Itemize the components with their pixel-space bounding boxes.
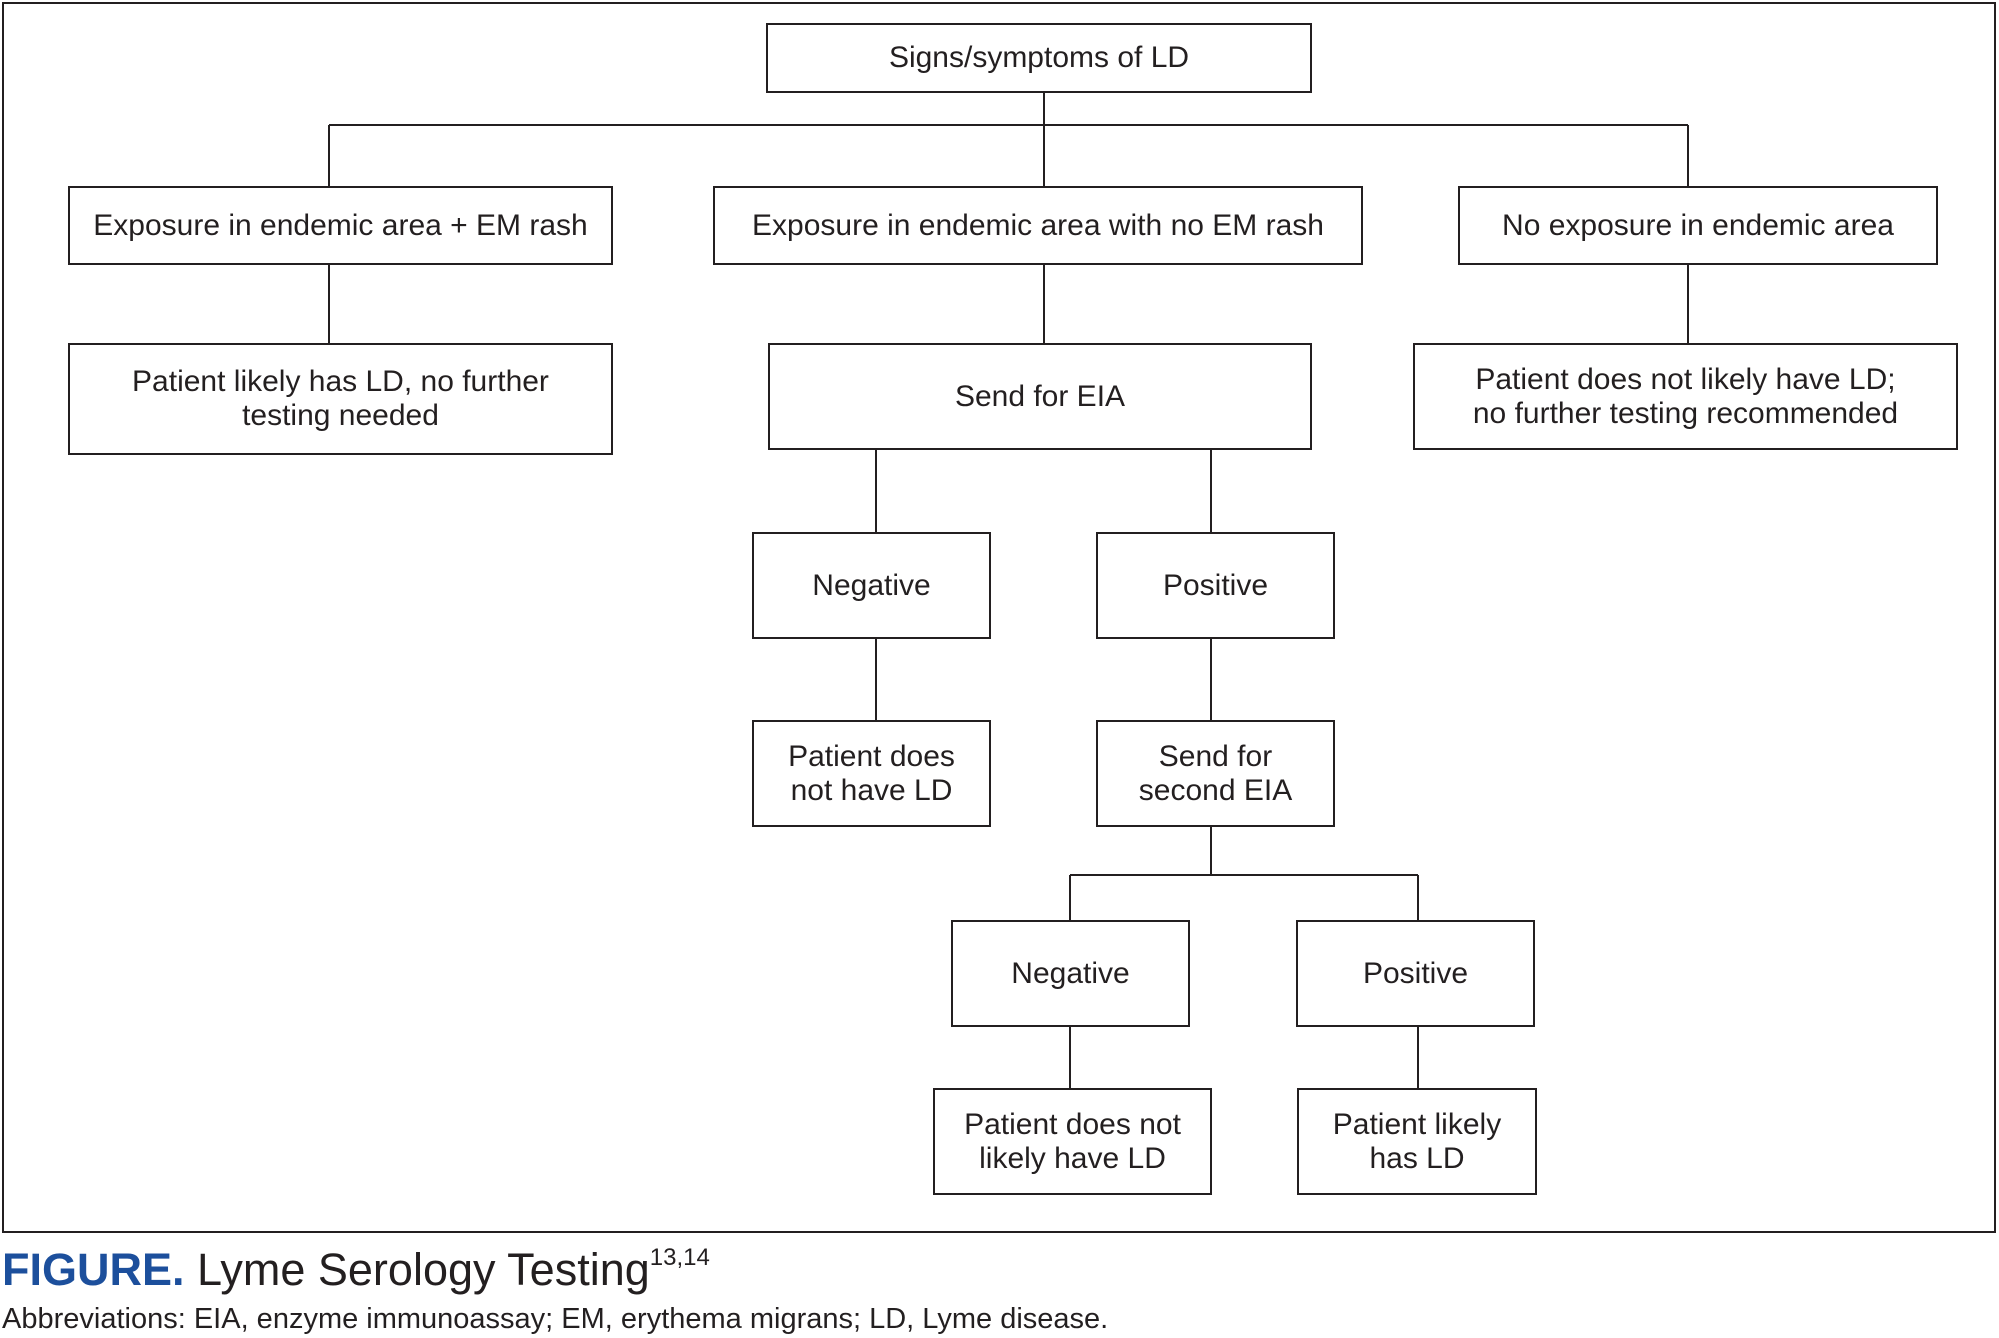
figure-caption: FIGURE. Lyme Serology Testing13,14 (2, 1244, 710, 1296)
figure-title: Lyme Serology Testing (184, 1244, 650, 1295)
node-positive-first: Positive (1096, 532, 1335, 639)
figure-references: 13,14 (649, 1244, 710, 1271)
node-send-for-eia: Send for EIA (768, 343, 1312, 450)
figure-frame (2, 2, 1996, 1233)
node-exposure-em-rash: Exposure in endemic area + EM rash (68, 186, 613, 265)
node-not-likely-have-ld: Patient does not likely have LD (933, 1088, 1212, 1195)
node-negative-first: Negative (752, 532, 991, 639)
node-positive-second: Positive (1296, 920, 1535, 1027)
node-send-for-second-eia: Send for second EIA (1096, 720, 1335, 827)
node-exposure-no-em-rash: Exposure in endemic area with no EM rash (713, 186, 1363, 265)
node-does-not-have-ld: Patient does not have LD (752, 720, 991, 827)
node-signs-symptoms: Signs/symptoms of LD (766, 23, 1312, 93)
node-negative-second: Negative (951, 920, 1190, 1027)
abbreviations-note: Abbreviations: EIA, enzyme immunoassay; … (2, 1303, 1109, 1335)
figure-label: FIGURE. (2, 1244, 185, 1295)
node-not-likely-no-testing: Patient does not likely have LD; no furt… (1413, 343, 1958, 450)
node-likely-has-ld-no-testing: Patient likely has LD, no further testin… (68, 343, 613, 455)
node-likely-has-ld: Patient likely has LD (1297, 1088, 1537, 1195)
node-no-exposure: No exposure in endemic area (1458, 186, 1938, 265)
